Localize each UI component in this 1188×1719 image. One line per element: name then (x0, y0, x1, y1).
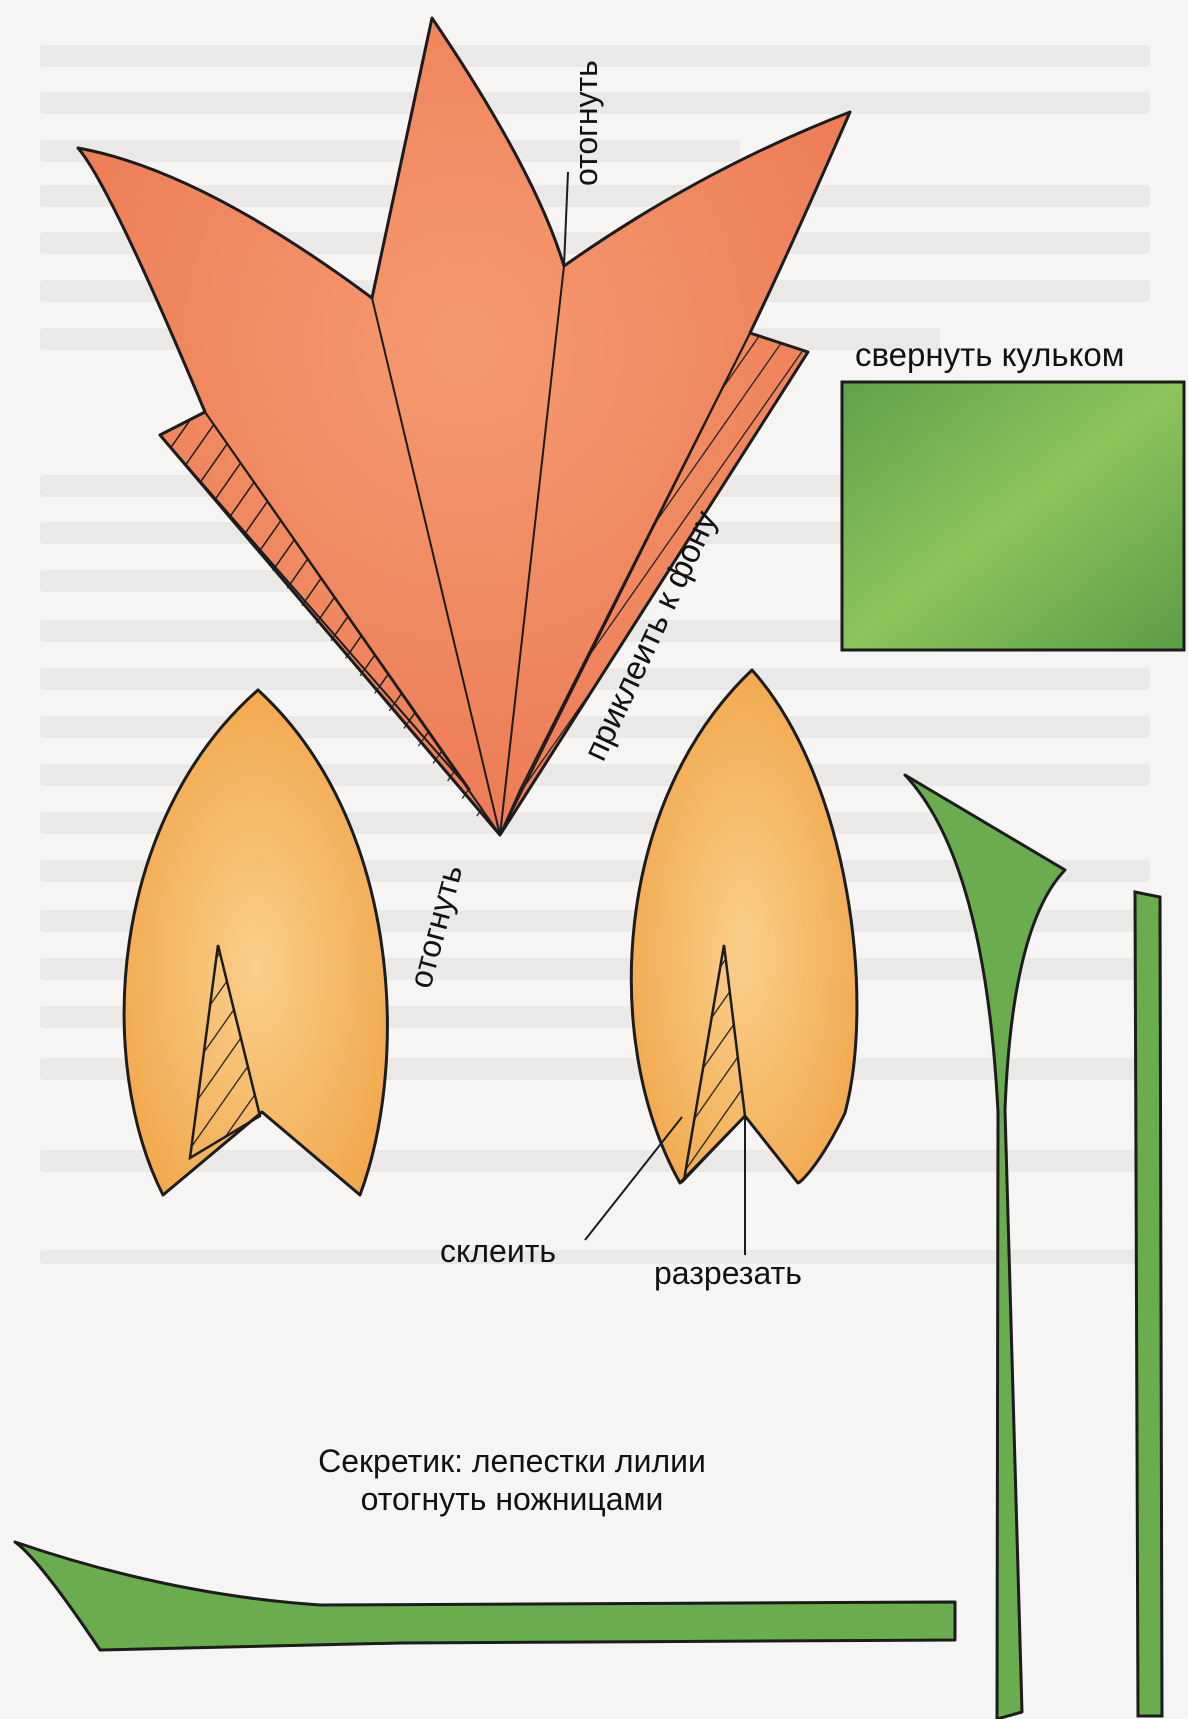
secret-tip-line-1: Секретик: лепестки лилии (318, 1443, 706, 1479)
secret-tip-line-2: отогнуть ножницами (361, 1481, 664, 1517)
label-cut: разрезать (654, 1255, 802, 1291)
green-paper-square (842, 382, 1184, 650)
green-leaf-horizontal (15, 1542, 955, 1650)
yellow-petal-right (631, 670, 857, 1183)
label-glue: склеить (440, 1233, 556, 1269)
label-bend-top: отогнуть (568, 60, 604, 186)
label-roll-cone: свернуть кульком (855, 336, 1124, 373)
green-stem-straight (1135, 892, 1162, 1716)
